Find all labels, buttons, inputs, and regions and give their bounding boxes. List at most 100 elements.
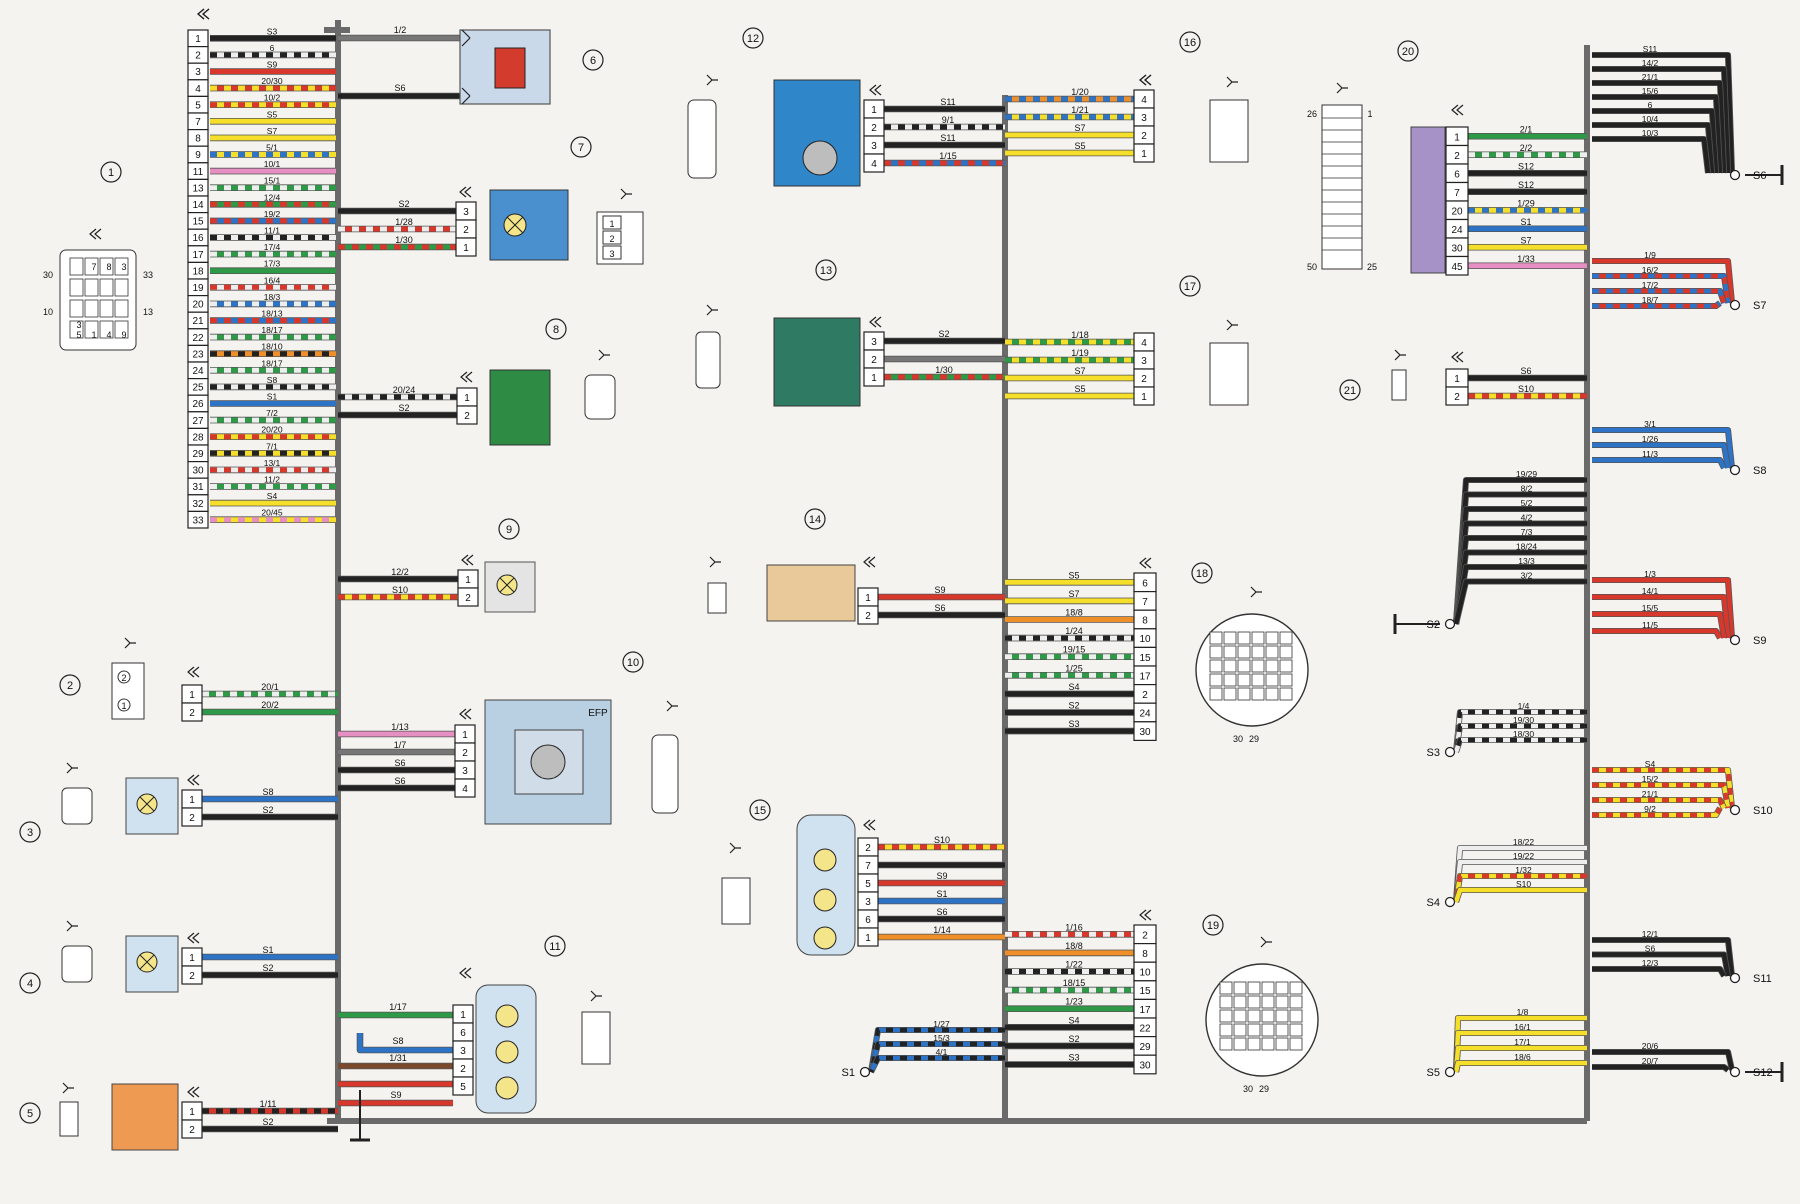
connector-face-cell	[99, 320, 114, 339]
motor-icon	[530, 744, 566, 780]
wire-label: 18/30	[1513, 729, 1535, 739]
pin-number: 30	[1451, 243, 1463, 254]
connector-face-cell	[69, 320, 84, 339]
wire-label: 18/8	[1065, 941, 1083, 951]
connector-arrow-icon	[869, 316, 882, 328]
pin-number: 17	[1139, 1005, 1151, 1016]
pin-number: 4	[195, 84, 201, 95]
component-number: 15	[754, 805, 766, 817]
wire-label: 15/6	[1642, 86, 1659, 96]
connector-pin	[181, 965, 203, 985]
connector-arrow-icon	[459, 708, 472, 720]
wire-label: 8/2	[1521, 484, 1533, 494]
round-connector-cell	[1289, 1023, 1303, 1037]
pin-number: 2	[1141, 374, 1147, 385]
splice-wire-stripe	[1453, 709, 1587, 753]
wire-label: 20/6	[1642, 1041, 1659, 1051]
plug-icon	[124, 637, 136, 649]
connector-pin	[1133, 143, 1155, 163]
pin-number: 3	[1141, 113, 1147, 124]
pin-number: 32	[192, 499, 204, 510]
wire-label: S9	[936, 871, 947, 881]
plug-housing	[1209, 342, 1249, 406]
lamp-icon	[813, 888, 837, 912]
round-connector-cell	[1265, 673, 1279, 687]
wire-label: S6	[934, 603, 945, 613]
wire-label: 7/2	[266, 408, 278, 418]
connector-arrow-icon	[461, 554, 474, 566]
round-connector-cell	[1223, 645, 1237, 659]
splice-label: S2	[1427, 619, 1440, 631]
wire-label: 11/5	[1642, 620, 1658, 630]
lamp-housing	[796, 814, 856, 956]
component-number-circle	[582, 49, 604, 71]
splice-wire	[1592, 577, 1735, 639]
wire-label: S10	[392, 585, 408, 595]
connector-pin	[187, 510, 209, 529]
wire-label: 18/13	[261, 309, 283, 319]
labels-layer: S36S920/3010/2S5S75/110/115/112/419/211/…	[260, 25, 1773, 1127]
wire-label: S11	[940, 97, 955, 107]
connector-face-cell	[84, 278, 99, 297]
round-connector-cell	[1261, 1023, 1275, 1037]
component-number: 17	[1184, 281, 1196, 293]
pin-number: 30	[1243, 1084, 1253, 1094]
component-number: 6	[590, 55, 596, 67]
splice-label: S1	[842, 1067, 855, 1079]
pin-number: 2	[195, 51, 201, 62]
component-number: 16	[1184, 37, 1196, 49]
wire-label: S3	[1068, 719, 1079, 729]
splice-wire	[1592, 966, 1726, 978]
pin-number: 20	[1451, 206, 1463, 217]
pin-number: 6	[460, 1028, 466, 1039]
splice-wire	[1453, 887, 1587, 903]
wire-label: S10	[1516, 879, 1531, 889]
component-number: 12	[747, 33, 759, 45]
splice-wire	[1592, 122, 1715, 174]
wire-label: 1/32	[1515, 865, 1532, 875]
wire-label: 4/2	[1521, 513, 1533, 523]
wire-label: 20/30	[261, 76, 283, 86]
connector-arrow-icon	[187, 666, 200, 678]
wire-label: 1/21	[1071, 105, 1089, 115]
pin-number: 2	[465, 593, 471, 604]
splice-node	[859, 1066, 871, 1078]
pin-number: 31	[192, 482, 204, 493]
pin-number: 3	[1141, 356, 1147, 367]
wire-label: 18/17	[261, 325, 283, 335]
wire-label: 2/2	[1520, 143, 1533, 153]
motor-icon	[802, 140, 838, 176]
wire-label: 4/1	[936, 1047, 948, 1057]
pin-number: 2	[609, 234, 614, 244]
splice-wire	[1592, 136, 1711, 174]
wire-label: S7	[1068, 589, 1079, 599]
wire-label: 20/2	[261, 700, 279, 710]
wire-label: 14/1	[1642, 586, 1659, 596]
component-number: 19	[1207, 920, 1219, 932]
wire-label: 1/26	[1642, 434, 1659, 444]
wire-label: 17/1	[1514, 1037, 1531, 1047]
connector-face-cell	[99, 299, 114, 318]
wire-label: 7/3	[1521, 527, 1533, 537]
wire-label: 19/2	[264, 209, 281, 219]
wire-label: 20/1	[261, 682, 279, 692]
wire-label: S8	[392, 1036, 403, 1046]
wire-label: S12	[1518, 161, 1534, 171]
wire-label: S2	[1068, 1034, 1079, 1044]
connector-arrow-icon	[869, 84, 882, 96]
splice-wire	[1592, 258, 1735, 304]
connector-pin	[181, 702, 203, 722]
plug-icon	[709, 556, 721, 568]
pin-number: 45	[1451, 262, 1463, 273]
pin-number: 10	[1139, 634, 1151, 645]
connector-pin	[455, 237, 477, 257]
pin-number: 33	[192, 515, 204, 526]
pin-number: 5	[195, 100, 201, 111]
pin-number: 15	[1139, 986, 1151, 997]
wire-label: 16/2	[1642, 265, 1659, 275]
pin-number: 1	[1141, 392, 1147, 403]
wire-label: 15/2	[1642, 774, 1659, 784]
splice-wire-stripe	[1453, 737, 1587, 753]
wire-label: 1/23	[1065, 997, 1083, 1007]
wire-label: S8	[262, 787, 273, 797]
